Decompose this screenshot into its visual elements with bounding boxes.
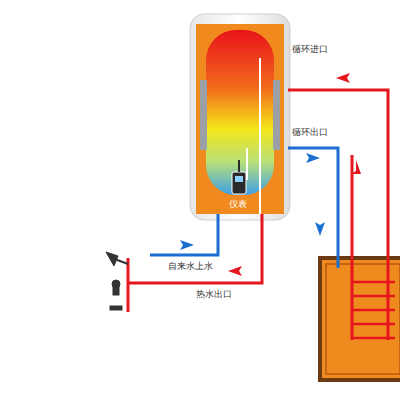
heat-exchanger	[273, 80, 280, 150]
pipe-label: 自来水上水	[168, 261, 213, 272]
flow-arrow	[306, 153, 320, 163]
circulation-out-pipe	[288, 148, 338, 268]
flow-arrow	[228, 266, 242, 276]
tank-insulation	[196, 24, 284, 214]
flow-arrow	[351, 160, 361, 174]
flow-arrow	[336, 73, 350, 83]
hot-pipe	[128, 214, 262, 312]
gauge-label: 仪表	[229, 199, 247, 210]
flow-arrow	[315, 222, 325, 236]
flow-arrow	[180, 240, 194, 250]
tap-icons	[106, 252, 128, 310]
tank-shell	[190, 14, 290, 220]
gauge	[232, 172, 246, 194]
pipe-label: 循环进口	[292, 44, 328, 55]
pipe-label: 循环出口	[292, 127, 328, 138]
tank-inner	[206, 30, 274, 195]
heat-exchanger	[200, 80, 207, 150]
cold-pipe	[150, 214, 218, 255]
tank-node: 仪表	[190, 14, 290, 220]
circulation-in-pipe	[288, 90, 388, 340]
inner-pipe	[259, 58, 261, 214]
pipe-label: 热水出口	[196, 289, 232, 300]
